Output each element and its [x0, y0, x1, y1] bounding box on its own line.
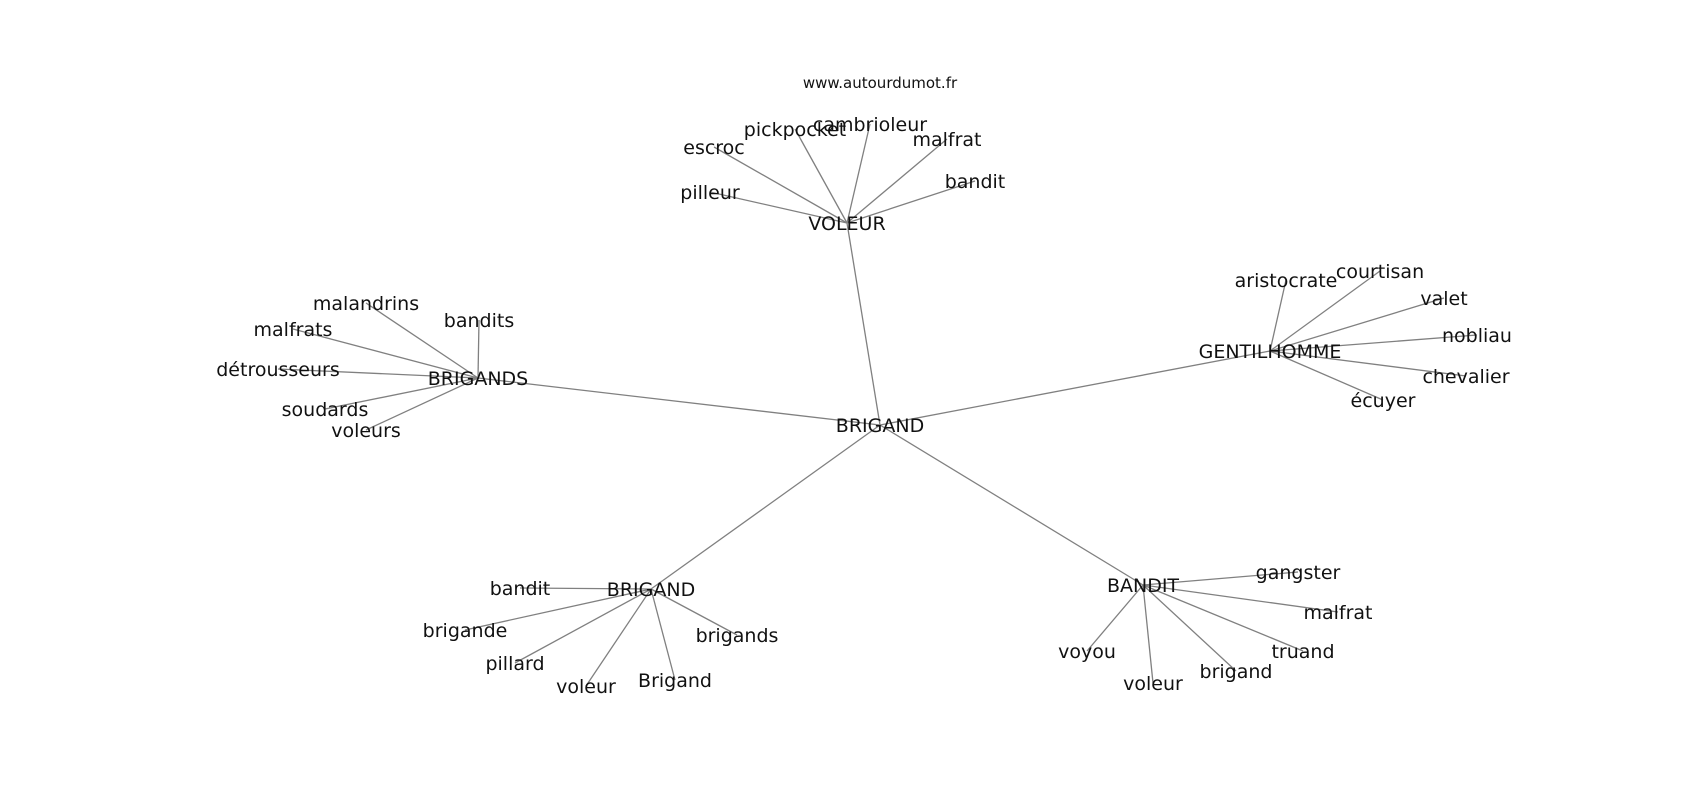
edge — [879, 350, 1271, 426]
edge — [1269, 350, 1384, 401]
edge — [292, 328, 479, 379]
leaf-node: cambrioleur — [813, 114, 927, 136]
edge — [1142, 571, 1299, 586]
edge — [1142, 584, 1237, 672]
edge — [477, 377, 881, 426]
edge — [846, 138, 948, 224]
leaf-node: bandit — [945, 171, 1006, 193]
leaf-node: détrousseurs — [216, 359, 340, 381]
leaf-node: bandit — [490, 578, 551, 600]
edge — [585, 588, 652, 687]
leaf-node: Brigand — [638, 670, 712, 692]
leaf-node: gangster — [1256, 562, 1341, 584]
leaf-node: écuyer — [1351, 390, 1416, 412]
leaf-node: bandits — [444, 310, 514, 332]
hub-node-bandit: BANDIT — [1107, 575, 1179, 597]
edge — [1142, 584, 1304, 652]
leaf-node: courtisan — [1336, 261, 1424, 283]
edge — [1269, 297, 1445, 352]
center-node: BRIGAND — [836, 415, 924, 437]
edge — [650, 424, 881, 590]
leaf-node: valet — [1420, 288, 1467, 310]
edges — [277, 123, 1478, 687]
edge — [464, 588, 652, 631]
leaf-node: nobliau — [1442, 325, 1512, 347]
edge — [846, 123, 871, 224]
leaf-node: soudards — [282, 399, 369, 421]
leaf-node: brigande — [423, 620, 508, 642]
edge — [1142, 584, 1339, 613]
edge — [1269, 270, 1381, 352]
edge — [713, 146, 848, 224]
leaf-node: malfrat — [1303, 602, 1372, 624]
leaf-node: malandrins — [313, 293, 419, 315]
leaf-node: voleur — [1123, 673, 1183, 695]
leaf-node: pickpocket — [744, 119, 846, 141]
edge — [1269, 350, 1467, 377]
edge — [846, 222, 881, 426]
leaf-node: escroc — [683, 137, 745, 159]
leaf-node: aristocrate — [1235, 270, 1338, 292]
leaf-node: voleur — [556, 676, 616, 698]
edge — [1142, 584, 1154, 684]
hub-node-gentilhomme: GENTILHOMME — [1199, 341, 1342, 363]
edge — [514, 588, 652, 664]
edge — [477, 319, 480, 379]
leaf-node: pilleur — [680, 182, 740, 204]
edge — [324, 377, 479, 410]
leaf-node: pillard — [485, 653, 544, 675]
source-url: www.autourdumot.fr — [803, 74, 958, 92]
edge — [1086, 584, 1144, 652]
edge — [1269, 334, 1478, 352]
edge — [650, 588, 738, 636]
leaf-node: malfrat — [912, 129, 981, 151]
leaf-node: malfrats — [254, 319, 333, 341]
hub-node-brigand2: BRIGAND — [607, 579, 695, 601]
edge — [879, 424, 1144, 586]
edge — [277, 368, 479, 379]
edge — [709, 191, 848, 224]
edge — [846, 180, 976, 224]
edge — [365, 377, 479, 431]
leaf-node: chevalier — [1422, 366, 1509, 388]
leaf-node: truand — [1271, 641, 1334, 663]
hub-node-voleur: VOLEUR — [808, 213, 885, 235]
edge — [794, 128, 848, 224]
edge — [519, 587, 652, 590]
labels: BRIGAND VOLEUR pilleur escrocpickpocketcamb… — [216, 114, 1512, 698]
edge — [365, 302, 479, 379]
leaf-node: brigand — [1200, 661, 1273, 683]
hub-node-brigands: BRIGANDS — [428, 368, 528, 390]
edge — [1269, 279, 1287, 352]
leaf-node: voyou — [1058, 641, 1116, 663]
leaf-node: brigands — [696, 625, 779, 647]
leaf-node: voleurs — [331, 420, 401, 442]
edge — [650, 588, 676, 681]
